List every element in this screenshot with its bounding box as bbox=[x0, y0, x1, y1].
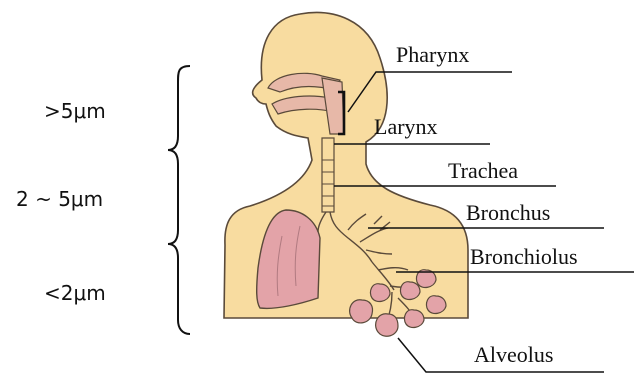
size-label-small: <2μm bbox=[44, 281, 106, 305]
label-bronchus: Bronchus bbox=[466, 200, 550, 225]
size-label-large: >5μm bbox=[44, 99, 106, 123]
label-bronchiolus: Bronchiolus bbox=[470, 244, 578, 269]
size-label-medium: 2 ~ 5μm bbox=[16, 187, 103, 211]
size-braces bbox=[168, 66, 190, 334]
size-labels: >5μm 2 ~ 5μm <2μm bbox=[16, 99, 106, 305]
label-pharynx: Pharynx bbox=[396, 42, 469, 67]
label-larynx: Larynx bbox=[374, 114, 438, 139]
label-alveolus: Alveolus bbox=[474, 342, 553, 367]
trachea-shape bbox=[322, 138, 334, 212]
brace-upper bbox=[168, 66, 190, 164]
brace-middle bbox=[168, 164, 178, 258]
brace-lower bbox=[178, 258, 190, 334]
label-trachea: Trachea bbox=[448, 158, 518, 183]
